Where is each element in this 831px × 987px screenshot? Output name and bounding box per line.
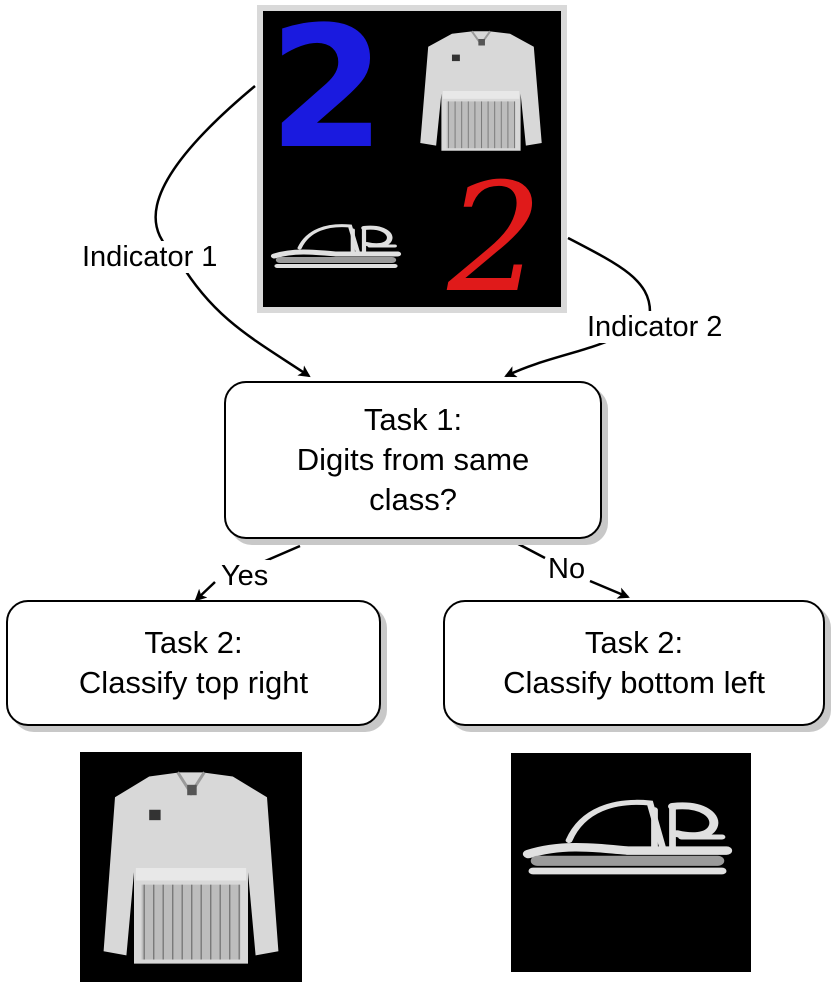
no-arrow <box>506 536 628 597</box>
task-2-no-text: Classify bottom left <box>503 665 765 700</box>
no-label: No <box>546 553 588 585</box>
task-2-top-right-node: Task 2: Classify top right <box>6 600 381 726</box>
blue-digit-two: 2 <box>269 0 386 186</box>
red-digit-two: 2 <box>446 152 542 326</box>
task-2-no-title: Task 2: <box>584 625 684 660</box>
task-2-yes-text: Classify top right <box>78 665 309 700</box>
task-1-question-line-2: class? <box>369 482 457 517</box>
task-1-title: Task 1: <box>363 402 463 437</box>
task-1-node: Task 1: Digits from same class? <box>224 381 602 539</box>
composite-input-image: 2 2 <box>257 0 567 326</box>
task-1-question-line-1: Digits from same <box>296 442 530 477</box>
output-shoe-image <box>511 753 751 972</box>
task-2-yes-title: Task 2: <box>144 625 243 660</box>
indicator-1-label: Indicator 1 <box>80 241 220 273</box>
output-jacket-image <box>80 752 302 982</box>
indicator-2-label: Indicator 2 <box>585 311 725 343</box>
yes-label: Yes <box>219 560 271 592</box>
task-2-bottom-left-node: Task 2: Classify bottom left <box>443 600 825 726</box>
